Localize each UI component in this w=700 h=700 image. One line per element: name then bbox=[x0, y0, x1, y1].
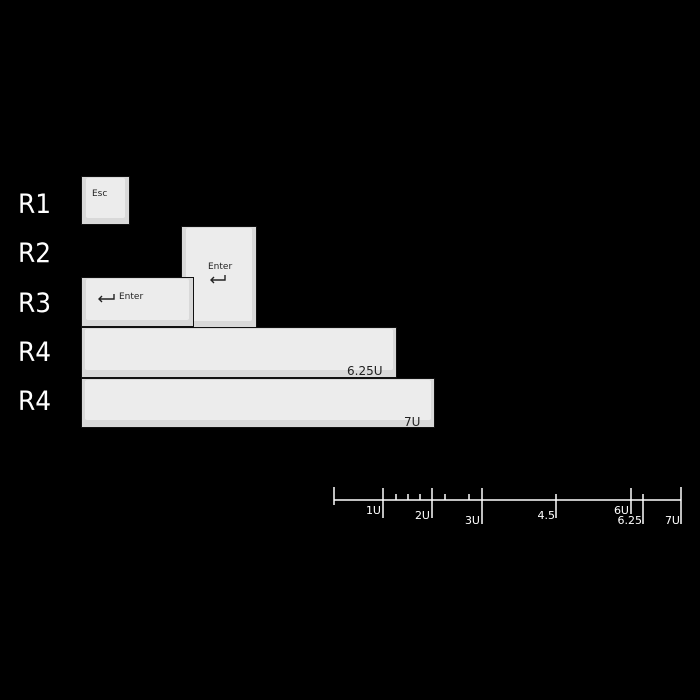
ruler-label-7u: 7U bbox=[664, 514, 680, 527]
ruler-label-6u: 6U bbox=[613, 504, 629, 517]
ruler-label-2u: 2U bbox=[414, 509, 430, 522]
return-arrow-icon bbox=[98, 294, 115, 303]
row-label-r3: R3 bbox=[18, 288, 52, 319]
return-arrow-icon bbox=[210, 275, 226, 284]
spacebar-7-keycap: 7U bbox=[81, 378, 435, 428]
enter-vertical-legend: Enter bbox=[208, 262, 233, 272]
enter-horizontal-legend: Enter bbox=[119, 292, 144, 302]
spacebar-625-keycap: 6.25U bbox=[81, 327, 397, 378]
ruler-label-4-5: 4.5 bbox=[537, 509, 556, 522]
spacebar-625-label: 6.25U bbox=[347, 364, 383, 378]
enter-horizontal-keycap: Enter bbox=[81, 277, 194, 327]
esc-legend: Esc bbox=[92, 189, 108, 199]
esc-keycap: Esc bbox=[81, 176, 130, 225]
row-label-r1: R1 bbox=[18, 189, 52, 220]
spacebar-7-label: 7U bbox=[404, 415, 421, 428]
row-label-r2: R2 bbox=[18, 238, 52, 269]
ruler-label-6-25: 6.25 bbox=[617, 514, 643, 527]
row-label-r4-7: R4 bbox=[18, 386, 52, 417]
row-label-r4-625: R4 bbox=[18, 337, 52, 368]
ruler-label-3u: 3U bbox=[464, 514, 480, 527]
ruler-label-1u: 1U bbox=[365, 504, 381, 517]
